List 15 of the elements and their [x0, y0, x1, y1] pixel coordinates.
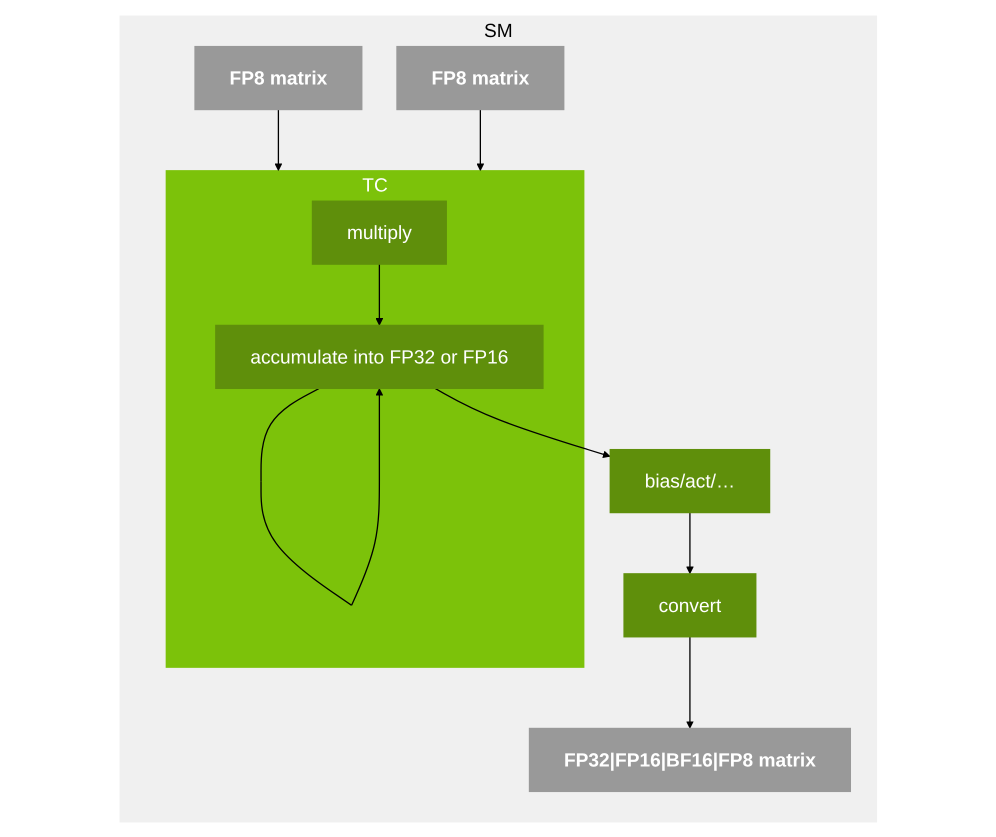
arrow [476, 109, 484, 170]
node-box [312, 200, 447, 264]
node-box [396, 45, 564, 110]
arrow [375, 264, 383, 326]
node-box [194, 45, 362, 110]
node-box [528, 727, 851, 792]
arrow [274, 109, 282, 170]
arrow [260, 388, 383, 606]
arrow [686, 636, 694, 728]
node-box [609, 448, 770, 513]
cluster [165, 170, 584, 668]
node-box [214, 324, 544, 389]
arrow [686, 512, 694, 574]
arrow [434, 388, 610, 458]
node-box [623, 572, 756, 637]
